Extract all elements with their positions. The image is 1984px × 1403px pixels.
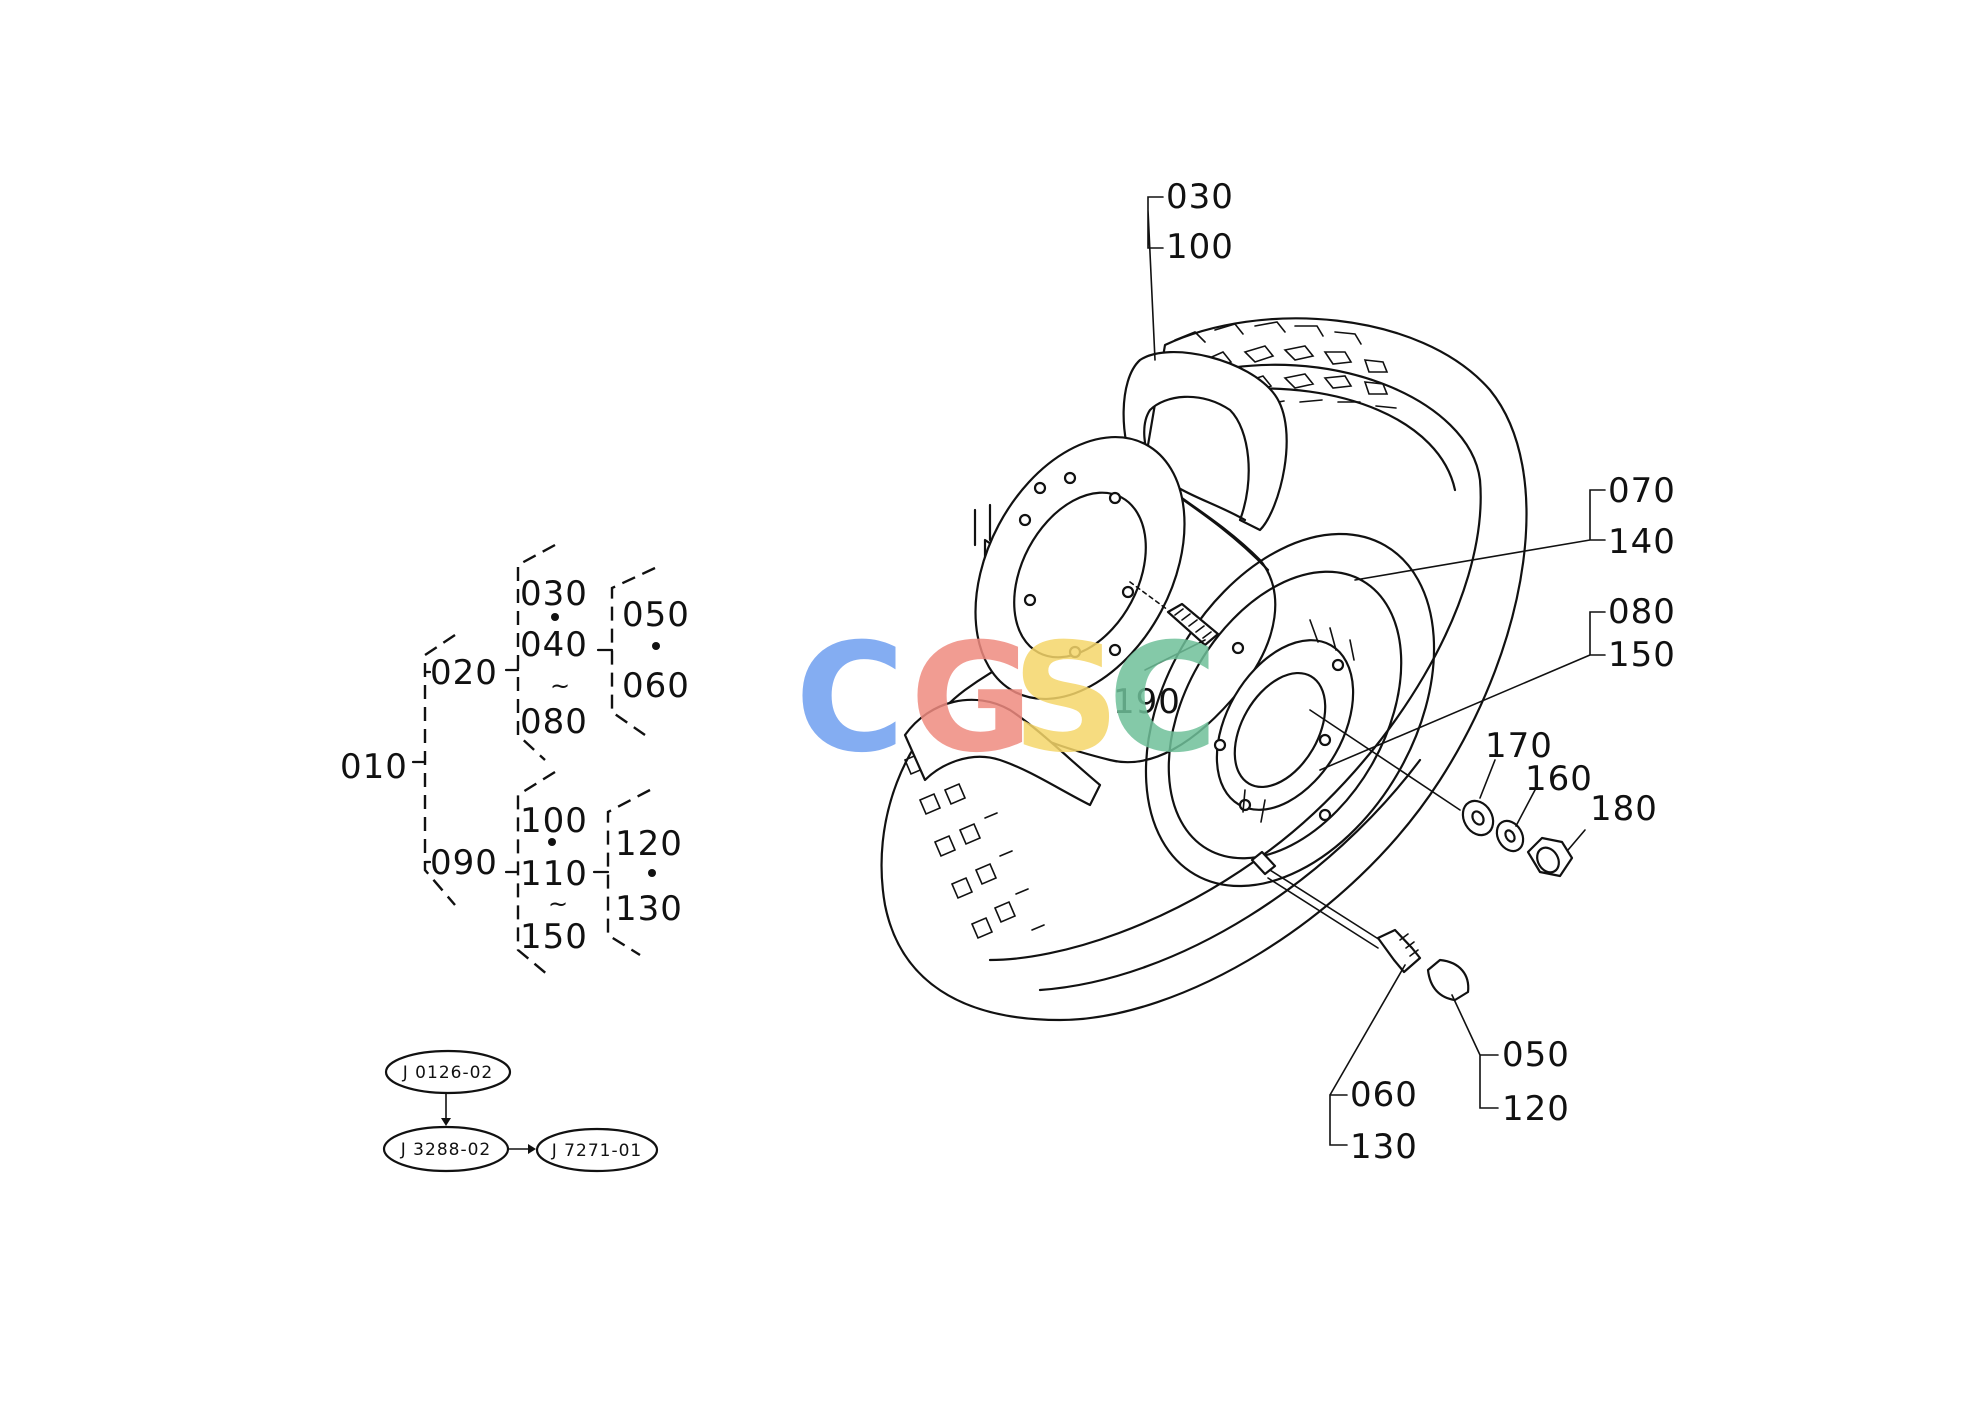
callout-080: 080: [1608, 592, 1676, 632]
flow-node-1: J 0126-02: [402, 1063, 493, 1083]
wheel-illustration: 030 100 070 140 080 150 170 160 180 190 …: [880, 177, 1676, 1167]
tree-node-130: 130: [615, 889, 683, 929]
tree-node-080: 080: [520, 702, 588, 742]
callout-070: 070: [1608, 471, 1676, 511]
arrow-head: [528, 1144, 536, 1154]
tree-root-label: 010: [340, 747, 408, 787]
callout-140: 140: [1608, 522, 1676, 562]
tree-node-030: 030: [520, 574, 588, 614]
callout-130: 130: [1350, 1127, 1418, 1167]
hierarchy-tree: 010 020 090 030 040 ~ 080 050 060 100 11…: [340, 543, 690, 976]
valve-stem: [1250, 850, 1470, 1002]
tree-node-100: 100: [520, 801, 588, 841]
watermark-letter-g: G: [910, 612, 1033, 786]
tree-node-060: 060: [622, 666, 690, 706]
lock-washer-160: [1495, 819, 1525, 853]
tree-node-050: 050: [622, 595, 690, 635]
callout-170: 170: [1485, 726, 1553, 766]
tree-node-040: 040: [520, 625, 588, 665]
separator-dot: [548, 838, 556, 846]
callout-120: 120: [1502, 1089, 1570, 1129]
stud-bolt: [1129, 581, 1220, 647]
arrow-head: [441, 1118, 451, 1126]
callout-160: 160: [1525, 759, 1593, 799]
callout-060: 060: [1350, 1075, 1418, 1115]
hub-flange: [973, 435, 1186, 701]
separator-dot: [648, 869, 656, 877]
flow-node-ellipse: [535, 1127, 659, 1173]
valve-cap: [1426, 958, 1470, 1002]
range-tilde: ~: [550, 672, 571, 700]
callout-150: 150: [1608, 635, 1676, 675]
range-tilde: ~: [548, 890, 569, 918]
hex-nut-180: [1526, 836, 1574, 878]
callout-100: 100: [1166, 227, 1234, 267]
wheel-rim: [1144, 532, 1436, 888]
callout-050: 050: [1502, 1035, 1570, 1075]
flow-node-2: J 3288-02: [400, 1140, 491, 1160]
separator-dot: [652, 642, 660, 650]
callout-030: 030: [1166, 177, 1234, 217]
watermark-logo: C G S C: [795, 612, 1218, 786]
flow-node-3: J 7271-01: [551, 1141, 642, 1161]
tree-node-120: 120: [615, 824, 683, 864]
revision-flow: J 0126-02 J 3288-02 J 7271-01: [382, 1049, 659, 1173]
tree-node-090: 090: [430, 843, 498, 883]
tree-node-020: 020: [430, 653, 498, 693]
flow-node-ellipse: [384, 1049, 512, 1095]
watermark-letter-c2: C: [1108, 612, 1218, 786]
tire-cutaway-bottom: [903, 698, 1102, 807]
watermark-letter-c1: C: [795, 612, 905, 786]
washer-170: [1461, 799, 1495, 837]
separator-dot: [551, 613, 559, 621]
tree-node-150: 150: [520, 917, 588, 957]
leader-lines: [1144, 196, 1606, 1146]
watermark-letter-s: S: [1012, 612, 1120, 786]
tree-node-110: 110: [520, 854, 588, 894]
callout-180: 180: [1590, 789, 1658, 829]
callout-190: 190: [1113, 682, 1181, 722]
